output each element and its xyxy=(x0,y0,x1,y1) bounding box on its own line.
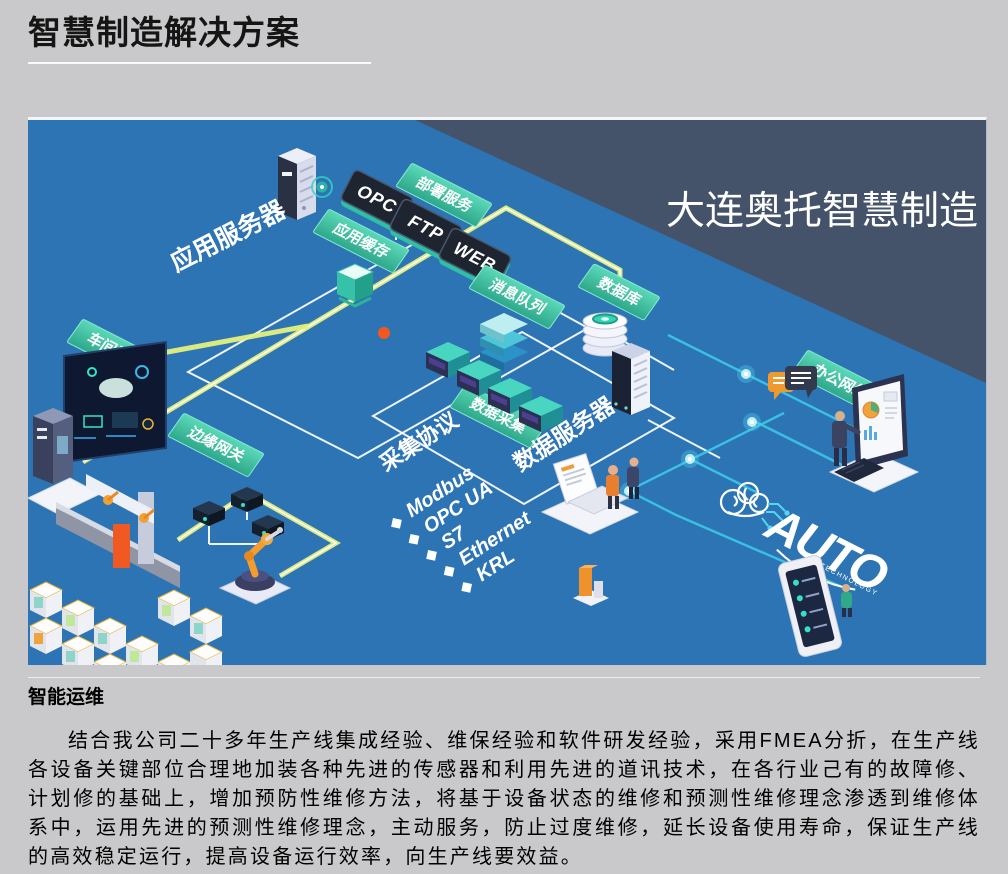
engineers-laptop-icon xyxy=(540,452,640,535)
title-underline xyxy=(28,62,371,64)
section-paragraph: 结合我公司二十多年生产线集成经验、维保经验和软件研发经验，采用FMEA分折，在生… xyxy=(28,730,980,868)
database-disks-icon xyxy=(582,312,628,357)
section-heading: 智能运维 xyxy=(28,687,105,708)
kpi-column-icon xyxy=(573,565,609,606)
left-cabinet-icon xyxy=(33,408,73,484)
ai-brain-icon xyxy=(719,481,790,531)
network-node xyxy=(737,365,755,383)
small-person-icon xyxy=(841,584,852,617)
diagram-headline: 大连奥托智慧制造 xyxy=(666,190,978,233)
network-node xyxy=(743,413,761,431)
hub-node-icon xyxy=(311,176,333,198)
dashboard-screen-icon xyxy=(63,340,167,464)
data-server-tower-icon xyxy=(612,343,650,415)
section-divider xyxy=(28,677,980,678)
chat-bubbles-icon xyxy=(768,366,817,400)
cache-cube-icon xyxy=(335,263,375,308)
corner-overlay xyxy=(415,120,986,383)
smartphone-icon xyxy=(778,555,842,657)
queue-stack-icon xyxy=(480,313,528,371)
network-node xyxy=(681,450,699,468)
robot-arm-icon xyxy=(218,527,292,605)
alert-dot-icon xyxy=(378,327,390,339)
architecture-diagram-svg: 大连奥托智慧制造 xyxy=(28,120,986,665)
collection-servers-icon xyxy=(426,342,563,432)
solution-architecture-illustration: 大连奥托智慧制造 xyxy=(28,117,987,665)
banner-deploy-service: 部署服务 xyxy=(396,163,492,227)
network-node-glows xyxy=(620,365,761,500)
crate-stack-icon xyxy=(28,581,224,665)
conveyor-line-icon xyxy=(28,474,180,588)
office-workstation-icon xyxy=(828,374,920,493)
app-server-tower-icon xyxy=(278,148,316,220)
page-title: 智慧制造解决方案 xyxy=(28,14,300,51)
